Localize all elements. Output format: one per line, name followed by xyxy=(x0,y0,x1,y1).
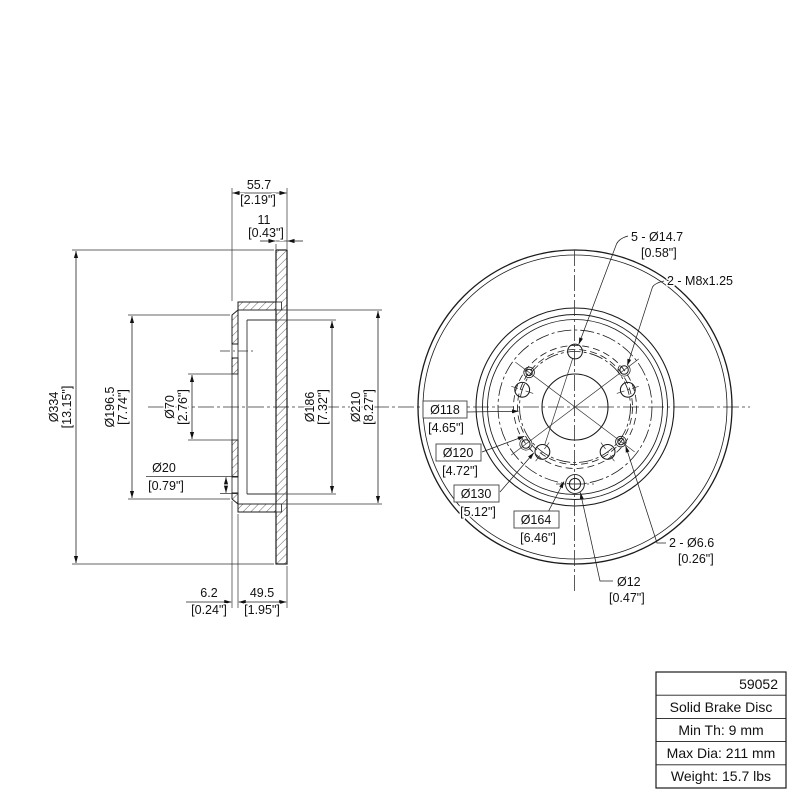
dim-outer-dia-in: [13.15"] xyxy=(60,386,74,429)
section-extension-lines xyxy=(72,188,382,608)
lug-hole xyxy=(514,381,531,398)
undercut-notch-top xyxy=(275,301,282,311)
circle-130-bolt-circle xyxy=(513,345,637,469)
weight: Weight: 15.7 lbs xyxy=(671,768,771,784)
undercut-notch-bottom xyxy=(275,503,282,513)
center-bore-circle xyxy=(541,373,609,441)
m8-threaded-holes xyxy=(519,363,631,451)
circle-120-bolt-circle xyxy=(517,349,633,465)
label-circle-164: Ø164 xyxy=(521,513,552,527)
dim-outer-dia-mm: Ø334 xyxy=(47,392,61,423)
lug-hole xyxy=(599,443,616,460)
label-circle-164-in: [6.46"] xyxy=(520,531,556,545)
lug-hole xyxy=(619,381,636,398)
front-leaders xyxy=(465,235,666,582)
dim-hat-dia-in: [7.74"] xyxy=(116,389,130,425)
small-66-holes xyxy=(523,366,627,448)
dim-center-hole-mm: Ø70 xyxy=(163,395,177,419)
label-bolt-circle-118-in: [4.65"] xyxy=(428,421,464,435)
dim-disc-thickness-mm: 11 xyxy=(258,213,271,227)
product-name: Solid Brake Disc xyxy=(670,699,773,715)
dim-hat-depth-in: [1.95"] xyxy=(244,603,280,617)
cavity-opening-circle xyxy=(487,319,663,495)
section-dimension-labels: 55.7 [2.19"] 11 [0.43"] Ø334 [13.15"] Ø1… xyxy=(46,177,378,619)
dim-flange-dia-in: [8.27"] xyxy=(362,389,376,425)
dim-center-hole-in: [2.76"] xyxy=(176,389,190,425)
label-small-holes-in: [0.26"] xyxy=(678,552,714,566)
section-view: 55.7 [2.19"] 11 [0.43"] Ø334 [13.15"] Ø1… xyxy=(46,177,750,619)
max-diameter: Max Dia: 211 mm xyxy=(667,745,776,761)
dim-overall-width-in: [2.19"] xyxy=(240,193,276,207)
dim-overall-width-mm: 55.7 xyxy=(247,178,271,192)
dim-hole20-in: [0.79"] xyxy=(148,479,184,493)
friction-band-inner-circle xyxy=(475,307,675,507)
label-hole12: Ø12 xyxy=(617,575,641,589)
min-thickness: Min Th: 9 mm xyxy=(678,722,763,738)
hole-12mm xyxy=(565,474,585,494)
lug-holes xyxy=(514,343,636,460)
label-circle-130-in: [5.12"] xyxy=(460,505,496,519)
lug-hole xyxy=(534,443,551,460)
dim-inner-dia-in: [7.32"] xyxy=(316,389,330,425)
dim-inner-dia-mm: Ø186 xyxy=(303,392,317,423)
front-view: Ø118 [4.65"] Ø120 [4.72"] Ø130 [5.12"] Ø… xyxy=(417,229,735,607)
dim-hat-offset-in: [0.24"] xyxy=(191,603,227,617)
front-boxed-labels: Ø118 [4.65"] Ø120 [4.72"] Ø130 [5.12"] Ø… xyxy=(422,400,560,547)
label-small-holes: 2 - Ø6.6 xyxy=(669,536,714,550)
label-circle-130: Ø130 xyxy=(461,487,492,501)
part-number: 59052 xyxy=(739,676,778,692)
dim-hat-offset-mm: 6.2 xyxy=(200,586,217,600)
dim-hat-dia-mm: Ø196.5 xyxy=(103,386,117,427)
hat-diameter-circle xyxy=(482,314,668,500)
circle-118-lug-bolt-circle xyxy=(519,351,631,463)
front-free-labels: 5 - Ø14.7 [0.58"] 2 - M8x1.25 2 - Ø6.6 [… xyxy=(608,229,735,607)
dim-disc-thickness-in: [0.43"] xyxy=(248,226,284,240)
title-block: 59052 Solid Brake Disc Min Th: 9 mm Max … xyxy=(655,671,787,789)
dim-hat-depth-mm: 49.5 xyxy=(250,586,274,600)
dim-flange-dia-mm: Ø210 xyxy=(349,392,363,423)
lug-hole-centermarks xyxy=(511,385,639,462)
label-thread-holes: 2 - M8x1.25 xyxy=(667,274,733,288)
label-circle-120: Ø120 xyxy=(443,446,474,460)
front-centerlines xyxy=(556,250,594,592)
label-lug-holes: 5 - Ø14.7 xyxy=(631,230,683,244)
outer-diameter-circle xyxy=(417,249,733,565)
label-lug-holes-in: [0.58"] xyxy=(641,246,677,260)
label-bolt-circle-118: Ø118 xyxy=(430,403,460,417)
label-circle-120-in: [4.72"] xyxy=(442,464,478,478)
label-hole12-in: [0.47"] xyxy=(609,591,645,605)
lug-hole xyxy=(567,343,583,360)
section-dimension-lines xyxy=(73,190,381,605)
leader-axis-lines xyxy=(510,358,640,456)
dim-hole20-mm: Ø20 xyxy=(152,461,176,475)
